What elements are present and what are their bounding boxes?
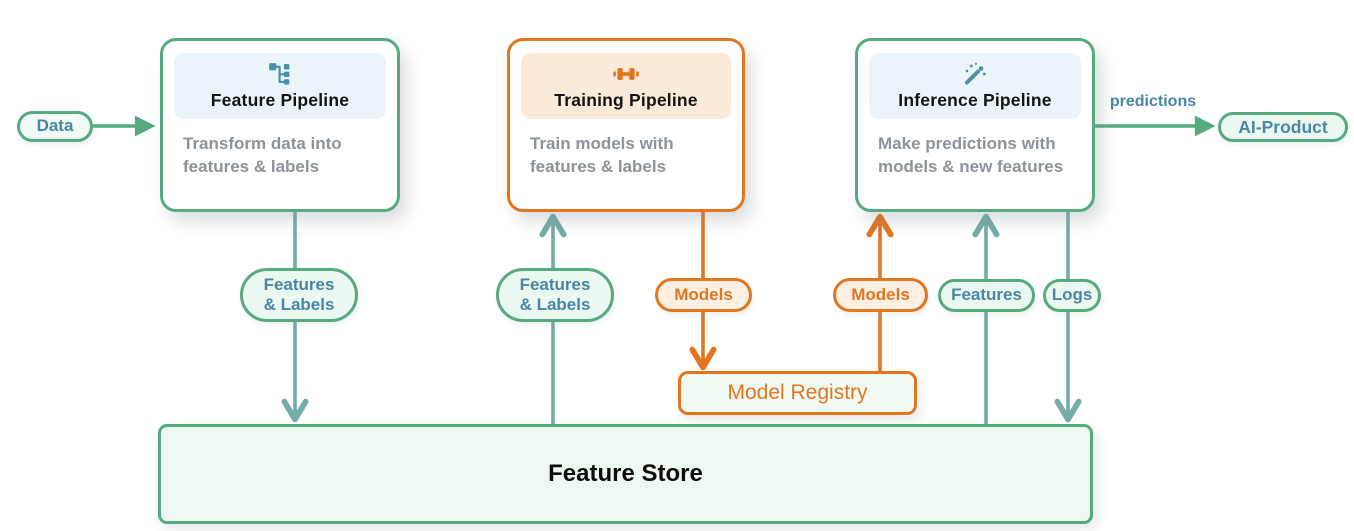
training-pipeline-box: Training Pipeline Train models with feat…	[507, 38, 745, 212]
logs-pill: Logs	[1043, 279, 1101, 312]
model-registry-label: Model Registry	[727, 381, 868, 404]
features-labels-pill-mid: Features & Labels	[496, 268, 614, 322]
models-pill-left-label: Models	[674, 284, 733, 304]
model-registry-box: Model Registry	[678, 371, 917, 415]
feature-pipeline-header: Feature Pipeline	[174, 53, 386, 119]
models-pill-right-label: Models	[851, 284, 910, 304]
data-pill: Data	[17, 111, 93, 142]
features-labels-pill-mid-label: Features & Labels	[519, 274, 591, 314]
models-pill-right: Models	[833, 278, 928, 312]
predictions-edge-label: predictions	[1109, 93, 1197, 110]
training-pipeline-title: Training Pipeline	[554, 90, 698, 110]
training-pipeline-description: Train models with features & labels	[530, 134, 674, 176]
data-pill-label: Data	[36, 116, 74, 136]
inference-pipeline-title: Inference Pipeline	[898, 90, 1052, 110]
models-pill-left: Models	[655, 278, 752, 312]
features-labels-pill-left: Features & Labels	[240, 268, 358, 322]
feature-pipeline-description: Transform data into features & labels	[183, 134, 342, 176]
features-pill: Features	[938, 279, 1035, 312]
magic-wand-icon	[962, 61, 988, 87]
inference-pipeline-box: Inference Pipeline Make predictions with…	[855, 38, 1095, 212]
feature-store-label: Feature Store	[548, 460, 703, 487]
feature-store-box: Feature Store	[158, 424, 1093, 524]
feature-pipeline-box: Feature Pipeline Transform data into fea…	[160, 38, 400, 212]
inference-pipeline-description: Make predictions with models & new featu…	[878, 134, 1064, 176]
features-pill-label: Features	[951, 285, 1022, 305]
ai-product-pill: AI-Product	[1218, 112, 1348, 142]
training-pipeline-header: Training Pipeline	[521, 53, 731, 119]
inference-pipeline-header: Inference Pipeline	[869, 53, 1081, 119]
logs-pill-label: Logs	[1051, 285, 1093, 305]
dumbbell-icon	[612, 61, 640, 87]
feature-pipeline-title: Feature Pipeline	[210, 90, 350, 110]
features-labels-pill-left-label: Features & Labels	[263, 274, 335, 314]
flow-tree-icon	[267, 61, 293, 87]
ai-product-pill-label: AI-Product	[1238, 116, 1328, 137]
